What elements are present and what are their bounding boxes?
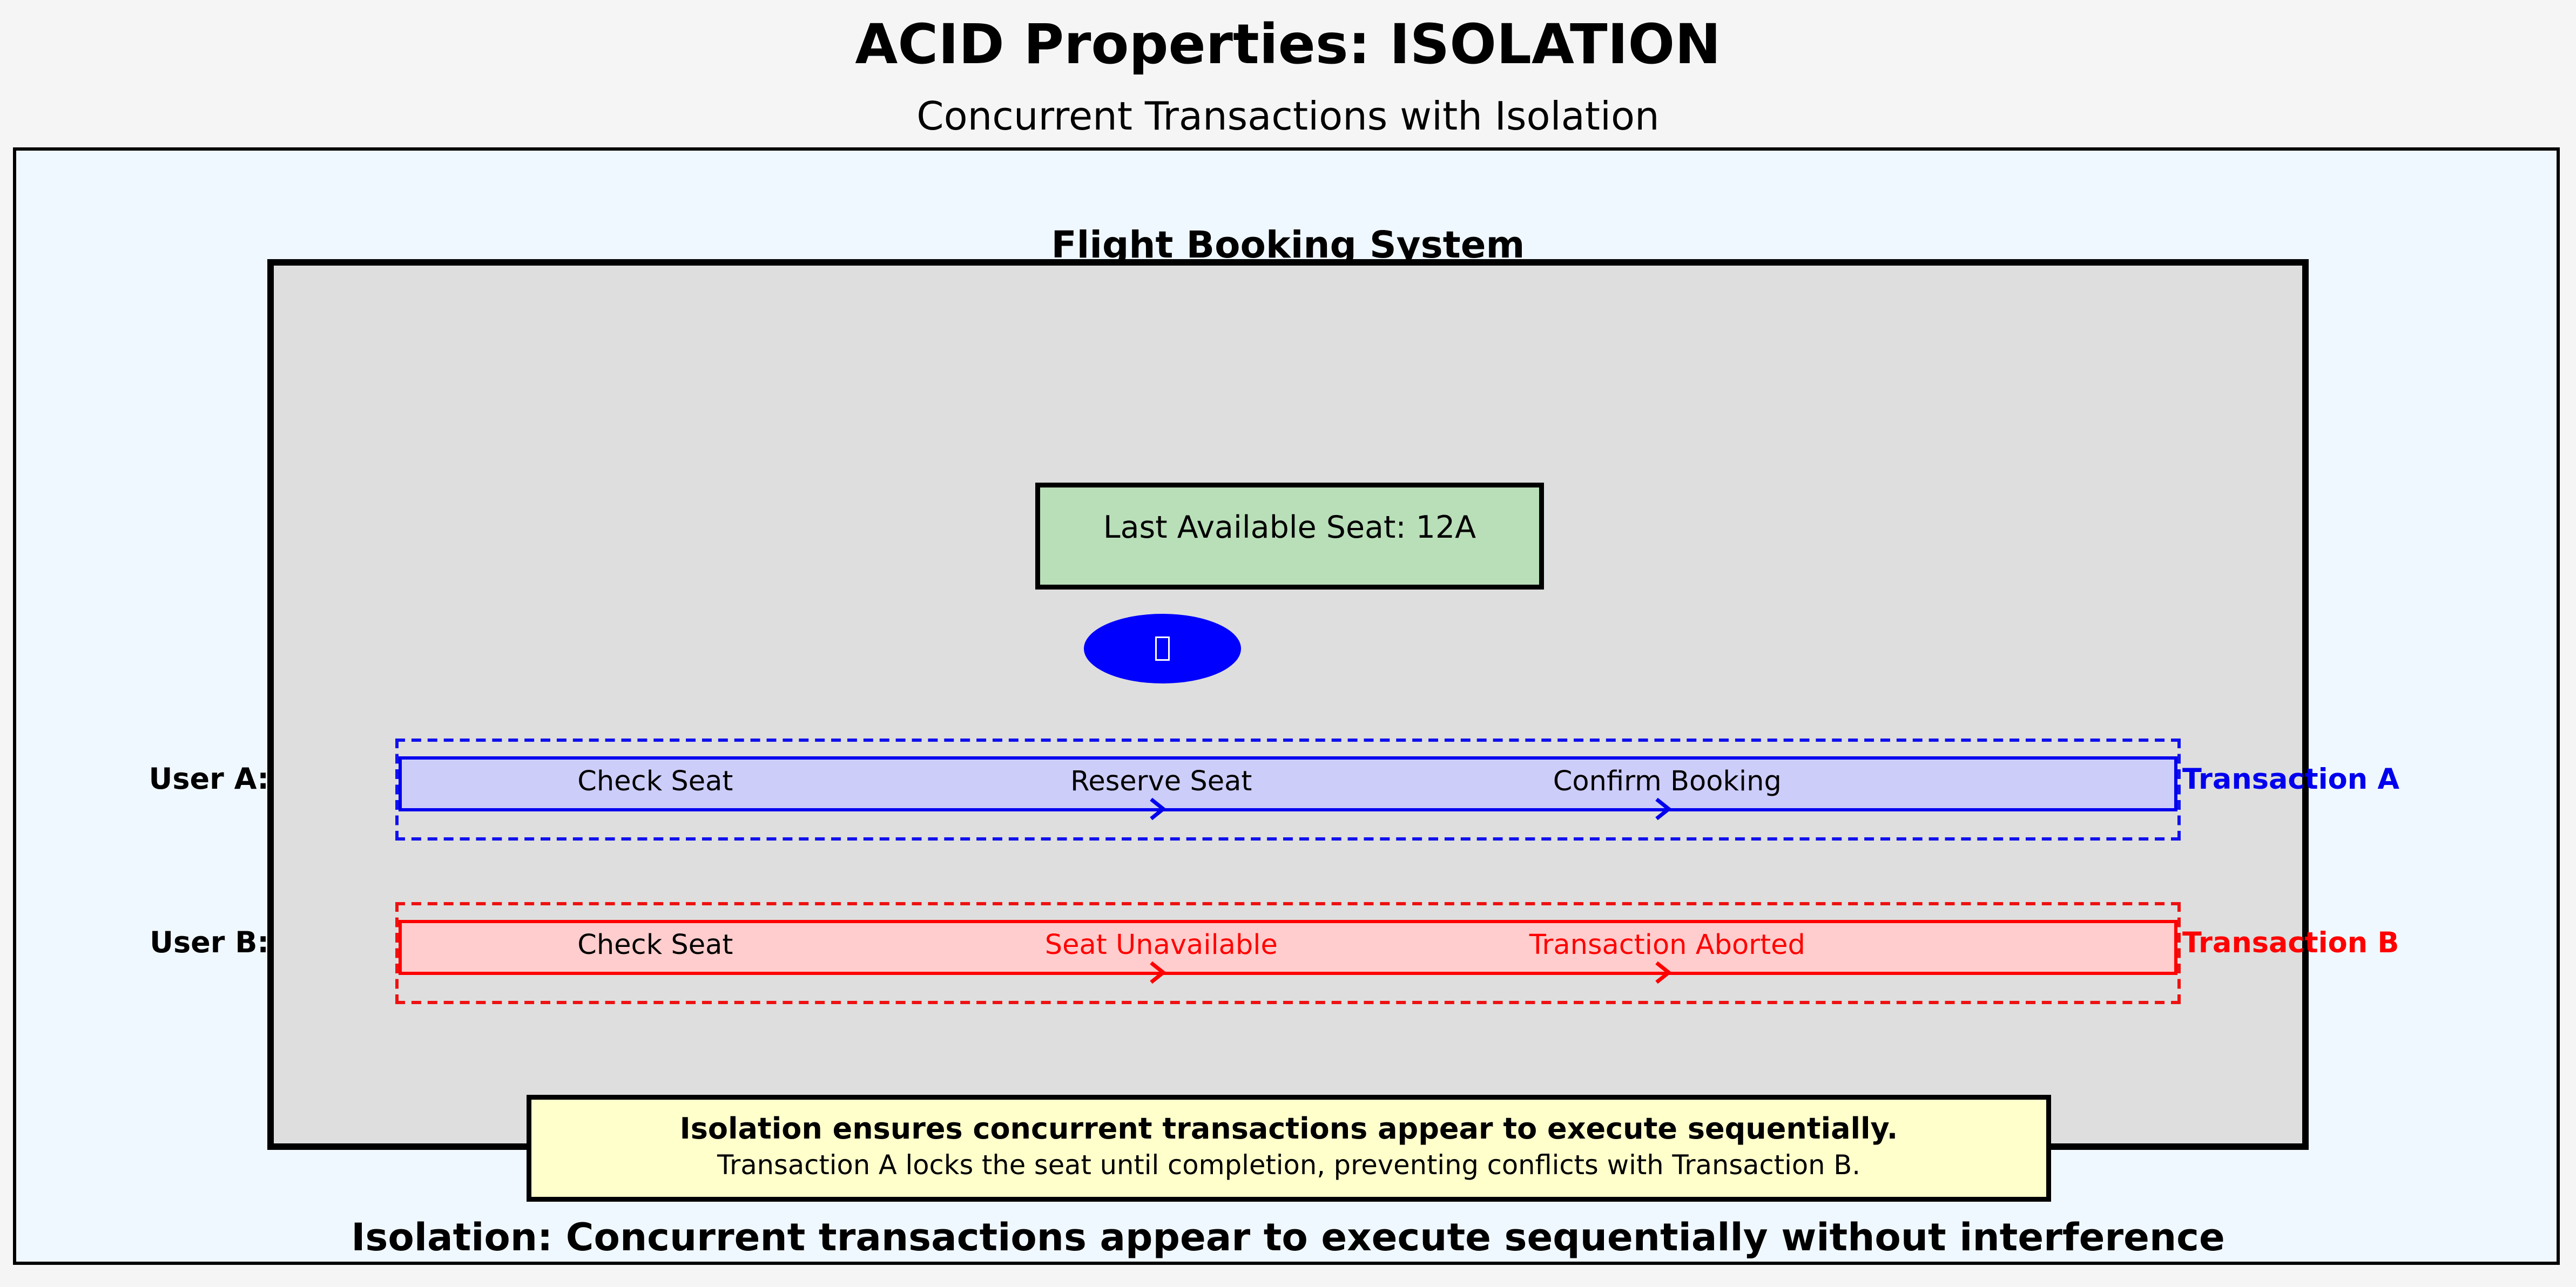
step-label: Check Seat	[577, 930, 733, 962]
isolation-note-box: Isolation ensures concurrent transaction…	[527, 1095, 2051, 1202]
step-label: Seat Unavailable	[1044, 930, 1278, 962]
flight-booking-system-box	[267, 259, 2309, 1150]
transaction-a-bar: Check Seat Reserve Seat Confirm Booking	[399, 756, 2177, 821]
user-a-label: User A:	[149, 763, 269, 797]
transaction-b-label: Transaction B	[2182, 928, 2399, 960]
user-b-label: User B:	[150, 926, 269, 960]
note-detail: Transaction A locks the seat until compl…	[717, 1150, 1860, 1181]
missing-glyph-icon	[1155, 636, 1170, 661]
seat-status-box: Last Available Seat: 12A	[1035, 483, 1544, 590]
transaction-b-bar: Check Seat Seat Unavailable Transaction …	[399, 920, 2177, 984]
arrow-head-icon	[1655, 961, 1673, 984]
transaction-a-label: Transaction A	[2182, 764, 2399, 797]
step-label: Transaction Aborted	[1529, 930, 1805, 962]
page-subtitle: Concurrent Transactions with Isolation	[916, 94, 1660, 139]
actor-ellipse	[1084, 614, 1241, 683]
seat-status-text: Last Available Seat: 12A	[1103, 510, 1476, 546]
arrow-head-icon	[1149, 961, 1166, 984]
step-label: Reserve Seat	[1070, 766, 1252, 798]
bottom-caption: Isolation: Concurrent transactions appea…	[351, 1215, 2225, 1260]
arrow-head-icon	[1149, 797, 1166, 821]
arrow-head-icon	[1655, 797, 1673, 821]
page-title: ACID Properties: ISOLATION	[855, 13, 1721, 78]
transaction-b-lane: Check Seat Seat Unavailable Transaction …	[395, 902, 2181, 1004]
system-box-title: Flight Booking System	[1051, 225, 1525, 267]
transaction-a-lane: Check Seat Reserve Seat Confirm Booking	[395, 739, 2181, 841]
step-label: Confirm Booking	[1553, 766, 1782, 798]
note-headline: Isolation ensures concurrent transaction…	[679, 1113, 1898, 1147]
step-label: Check Seat	[577, 766, 733, 798]
